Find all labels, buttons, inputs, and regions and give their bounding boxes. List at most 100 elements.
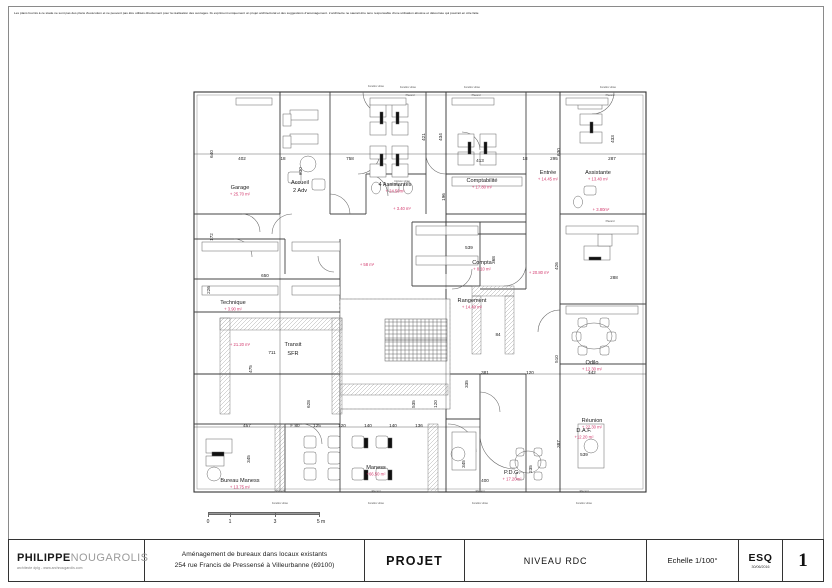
dim-v-1: 630 [298, 167, 303, 175]
dim-h-4: 295 [550, 156, 558, 161]
room-area-0: + 25.70 m² [230, 192, 251, 197]
title-block: PHILIPPENOUGAROLIS architecte dplg - www… [8, 539, 824, 582]
door-swings [233, 91, 615, 470]
area-label-4: + 20.80 m² [529, 270, 550, 275]
logo-subtitle: architecte dplg - www.archnougarolis.com [17, 565, 83, 570]
scale-label: Echelle 1/100° [667, 556, 718, 565]
dim-h-10: 711 [268, 350, 276, 355]
drawing-scale: Echelle 1/100° [647, 540, 739, 581]
room-area-7: + 8.10 m² [473, 267, 491, 272]
annotation-1: Fenêtre vitrée [400, 85, 417, 89]
sheet-number: 1 [783, 540, 823, 581]
dim-h-6: 413 [476, 158, 484, 163]
dim-v-9: 368 [491, 256, 496, 264]
dim-v-17: 345 [246, 455, 251, 463]
annotation-7: Cloison vitrée [394, 179, 410, 183]
dim-h-22: 539 [580, 452, 588, 457]
dim-v-13: 628 [306, 400, 311, 408]
scale-bar: 0 1 3 5 m [206, 512, 332, 530]
dim-v-8: 226 [206, 286, 211, 294]
area-label-2: + 58 m² [360, 262, 375, 267]
logo-bold: PHILIPPE [17, 551, 71, 564]
logo-light: NOUGAROLIS [70, 551, 149, 564]
loose-area-labels: + 3.40 m²+ 3.80m²+ 58 m²+ 21.20 m²+ 20.8… [230, 206, 610, 347]
dim-h-12: 120 [526, 370, 534, 375]
dim-v-12: 475 [248, 365, 253, 373]
room-area-4: + 17.80 m² [472, 185, 493, 190]
room-area-5: + 14.45 m² [538, 177, 559, 182]
dim-v-20: 235 [528, 465, 533, 473]
dim-h-7: 539 [465, 245, 473, 250]
annotation-4: Placard [406, 93, 415, 97]
room-area-6: + 13.40 m² [588, 177, 609, 182]
scale-label-5m: 5 m [316, 519, 326, 525]
dim-v-18: 345 [461, 460, 466, 468]
room-area-13: + 22.30 m² [582, 425, 603, 430]
room-label-14: Maness [366, 465, 386, 471]
dim-h-0: 402 [238, 156, 246, 161]
room-label-16: P.D.G. [504, 470, 521, 476]
project-line-1: Aménagement de bureaux dans locaux exist… [181, 551, 328, 559]
area-label-3: + 21.20 m² [230, 342, 251, 347]
annotation-14: Fenêtre vitrée [368, 501, 385, 505]
annotation-5: Placard [472, 93, 481, 97]
dim-v-3: 434 [438, 133, 443, 141]
sheet-number-value: 1 [798, 550, 808, 571]
room-area-17: +12.20 m² [575, 435, 595, 440]
room-area-3: + 24.50m² [386, 189, 406, 194]
annotation-8: Placard [606, 219, 615, 223]
room-area-8: + 3.90 m² [224, 307, 242, 312]
room-label-12: Odilo [585, 360, 598, 366]
dim-v-14: 535 [411, 400, 416, 408]
room-area-15: + 13.75 m² [230, 485, 251, 490]
annotation-15: Fenêtre vitrée [472, 501, 489, 505]
dim-h-14: 84 [495, 332, 501, 337]
dim-h-2: 758 [346, 156, 354, 161]
project-line-2: 254 rue Francis de Pressensé à Villeurba… [174, 561, 335, 569]
scale-label-1: 1 [228, 519, 232, 525]
dim-h-18: 120 [338, 423, 346, 428]
dim-v-10: 426 [554, 262, 559, 270]
doc-date: 30/06/2016 [751, 565, 770, 569]
annotation-10: Placard [372, 489, 381, 493]
doc-code-label: ESQ [748, 552, 773, 564]
annotation-13: Fenêtre vitrée [272, 501, 289, 505]
dim-v-5: 433 [610, 135, 615, 143]
wall-layer [193, 91, 647, 493]
dim-v-2: 421 [421, 133, 426, 141]
room-area-12: + 12.30 m² [582, 367, 603, 372]
dim-v-4: 630 [556, 148, 561, 156]
dimension-lines [194, 92, 646, 492]
level-label: NIVEAU RDC [523, 555, 588, 566]
phase-label: PROJET [386, 553, 443, 568]
annotation-6: Placard [606, 93, 615, 97]
room-label-9: Transit [285, 342, 302, 348]
annotation-3: Fenêtre vitrée [600, 85, 617, 89]
room-label-4: Comptabilité [466, 178, 497, 184]
room-label-17: D.A.F. [576, 428, 592, 434]
room-label-7: Compta [472, 260, 492, 266]
dim-h-20: 140 [389, 423, 397, 428]
room-label-1: Accueil [291, 180, 309, 186]
scale-label-0: 0 [206, 519, 210, 525]
drawing-level: NIVEAU RDC [465, 540, 647, 581]
project-description: Aménagement de bureaux dans locaux exist… [145, 540, 365, 581]
room-label-13: Réunion [582, 418, 603, 424]
room-label-3: 4 Assistantes [379, 182, 412, 188]
dim-h-1: 18 [280, 156, 286, 161]
annotation-16: Fenêtre vitrée [576, 501, 593, 505]
annotation-9: Placard [276, 489, 285, 493]
room-label-2: 2 Adv [293, 188, 307, 194]
dim-v-6: 196 [441, 193, 446, 201]
dim-h-11: 381 [481, 370, 489, 375]
architect-logo: PHILIPPENOUGAROLIS architecte dplg - www… [9, 540, 148, 581]
dim-h-8: 288 [610, 275, 618, 280]
disclaimer-note: Les plans fournis à ce stade ne sont pas… [14, 12, 479, 15]
room-label-5: Entrée [540, 170, 556, 176]
area-label-1: + 3.80m² [593, 207, 610, 212]
scale-label-3: 3 [273, 519, 277, 525]
